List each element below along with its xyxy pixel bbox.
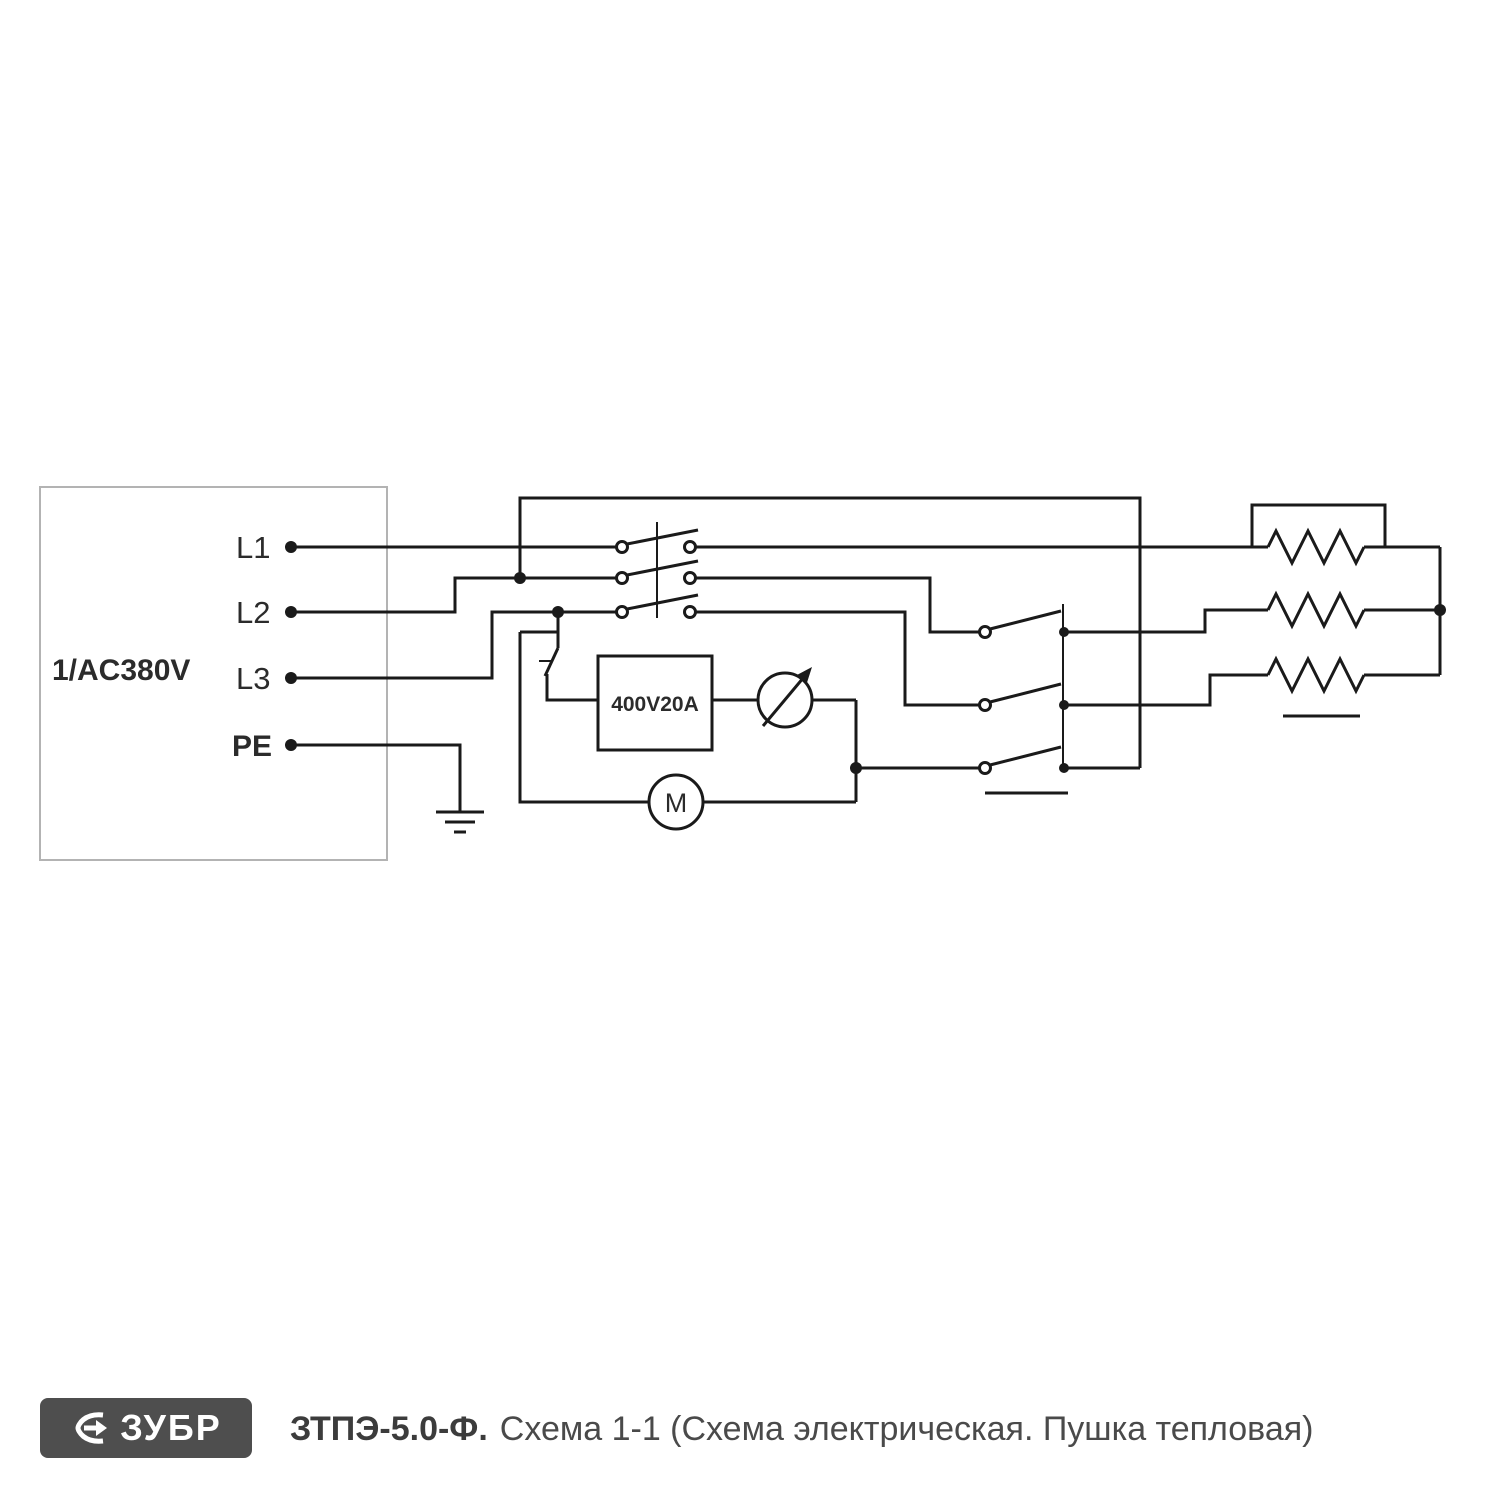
terminal-label-l3: L3 — [236, 661, 270, 696]
switch-contact — [683, 605, 697, 619]
wire-l2 — [291, 576, 617, 614]
breaker-label: 400V20A — [611, 693, 699, 716]
thermostat-arrow — [761, 670, 811, 727]
brand-logo: ЗУБР — [40, 1398, 252, 1458]
breaker-box-outline — [596, 654, 714, 752]
source-voltage-label: 1/AC380V — [52, 654, 190, 687]
phase-wires — [285, 541, 617, 684]
relay-contacts — [856, 604, 1268, 795]
relay-contact — [978, 761, 992, 775]
switch-contact — [683, 540, 697, 554]
ground-icon — [436, 810, 484, 834]
switch-contact — [683, 571, 697, 585]
heater-coil-1 — [1266, 527, 1366, 567]
switch-contact — [615, 571, 629, 585]
switch-contact — [615, 540, 629, 554]
switch-blade — [626, 528, 699, 546]
wire-row-a-out — [1064, 608, 1268, 634]
switch-blade — [626, 559, 699, 577]
motor: M — [518, 630, 856, 831]
relay-contact — [978, 698, 992, 712]
heater-bridge — [1250, 503, 1387, 547]
motor-label: M — [665, 788, 688, 818]
relay-blade — [989, 745, 1062, 767]
thermostat — [756, 667, 856, 729]
main-switch — [615, 522, 699, 619]
terminal-label-pe: PE — [232, 730, 272, 763]
switch-contact — [615, 605, 629, 619]
thermostat-arrowhead — [796, 667, 812, 684]
heater-coil-3 — [1266, 655, 1366, 695]
heater-coil-2 — [1266, 590, 1366, 630]
switch-blade — [626, 593, 699, 611]
thermal-cutout — [539, 612, 598, 702]
motor-left-wire — [518, 632, 649, 804]
wire-row-b-out — [1064, 673, 1268, 707]
terminal-dot-l2 — [285, 606, 297, 618]
caption-text: Схема 1-1 (Схема электрическая. Пушка те… — [499, 1409, 1314, 1448]
terminal-dot-l1 — [285, 541, 297, 553]
relay-blade — [989, 609, 1062, 631]
terminal-label-l1: L1 — [236, 530, 270, 565]
terminal-dot-l3 — [285, 672, 297, 684]
heater-elements — [1250, 503, 1446, 718]
wire-pe — [291, 743, 462, 812]
heater-bus-dot — [1434, 604, 1446, 616]
relay-contact — [978, 625, 992, 639]
model-number: ЗТПЭ-5.0-Ф. — [290, 1409, 488, 1448]
breaker-box: 400V20A — [596, 654, 758, 752]
ground-branch — [285, 739, 484, 834]
brand-arrow-icon — [75, 1412, 108, 1444]
brand-name: ЗУБР — [120, 1407, 222, 1448]
wire-l3-load — [695, 610, 979, 707]
input-panel: 1/AC380V L1 L2 L3 PE — [39, 486, 388, 861]
wire-l3 — [291, 610, 617, 680]
diagram-caption: ЗТПЭ-5.0-Ф. Схема 1-1 (Схема электрическ… — [290, 1402, 1314, 1456]
input-panel-outline — [39, 486, 388, 861]
relay-blade — [989, 682, 1062, 704]
wire-l2-load — [695, 576, 979, 634]
control-branch: 400V20A M — [518, 612, 862, 831]
return-bus-dot — [514, 572, 526, 584]
terminal-label-l2: L2 — [236, 595, 270, 630]
